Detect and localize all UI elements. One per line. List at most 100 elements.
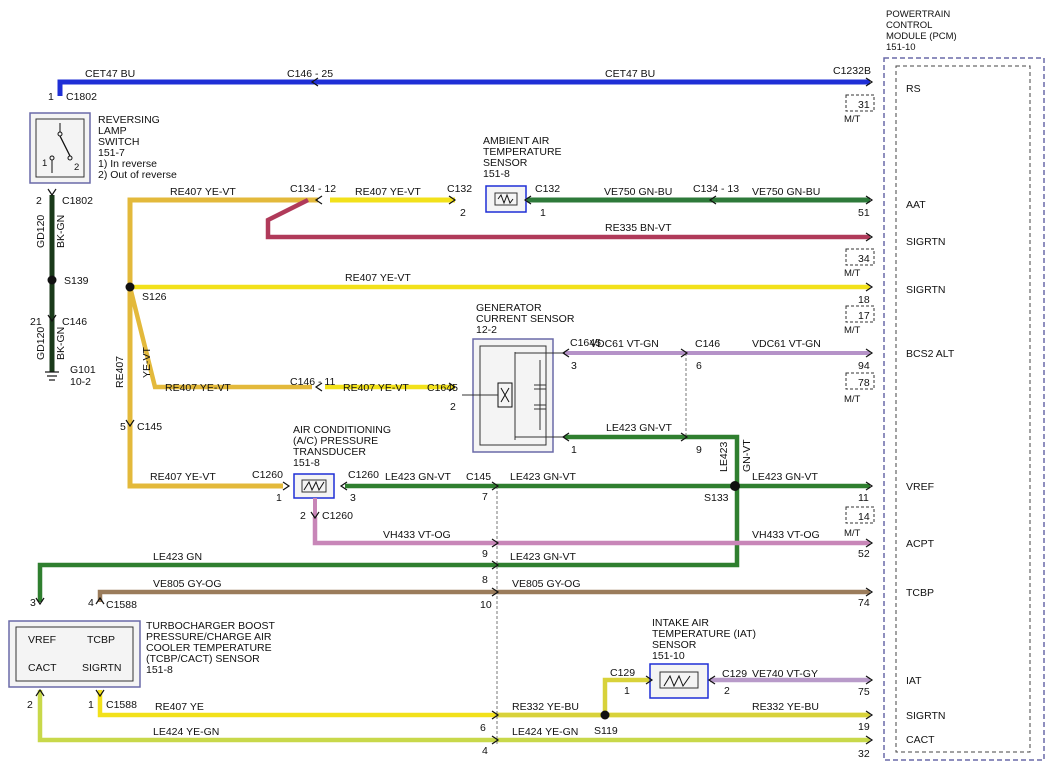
svg-text:12-2: 12-2 [476,324,497,336]
svg-text:BK-GN: BK-GN [55,215,67,248]
pcm-pin-num-32: 32 [858,748,870,760]
pcm-pin-num-75: 75 [858,686,870,698]
svg-text:GENERATOR: GENERATOR [476,302,542,314]
pcm-pin-label-bcs2: BCS2 ALT [906,348,955,360]
tcbp-cact-sensor: VREF TCBP CACT SIGRTN 3 4 C1588 2 1 C158… [8,597,276,711]
svg-text:SENSOR: SENSOR [483,157,528,169]
svg-text:C1260: C1260 [322,510,353,522]
svg-text:LE423 GN-VT: LE423 GN-VT [752,471,819,483]
ground-name: G101 [70,364,96,376]
svg-text:COOLER TEMPERATURE: COOLER TEMPERATURE [146,642,272,654]
svg-text:RE407 YE-VT: RE407 YE-VT [343,382,409,394]
svg-text:M/T: M/T [844,268,861,279]
splice-s133-dot [730,481,740,491]
svg-text:4: 4 [88,597,94,609]
svg-text:2: 2 [724,685,730,697]
svg-text:TCBP: TCBP [87,634,115,646]
svg-text:VE750 GN-BU: VE750 GN-BU [604,186,672,198]
pcm-pin-label-sigrtn-34: SIGRTN [906,236,945,248]
svg-text:2: 2 [27,699,33,711]
svg-text:3: 3 [571,360,577,372]
pcm-pin-num-19: 19 [858,721,870,733]
svg-text:2: 2 [300,510,306,522]
splice-s126-dot [125,282,135,292]
pcm-unused-pin-17: 17 M/T [844,305,875,336]
svg-text:CET47 BU: CET47 BU [85,68,135,80]
svg-text:9: 9 [696,444,702,456]
wire-gd120: S139 GD120 BK-GN GD120 BK-GN 21 C146 2 C… [30,195,96,388]
wire-vh433: VH433 VT-OG VH433 VT-OG 9 [312,517,870,560]
pcm-pin-label-tcbp: TCBP [906,587,934,599]
svg-text:RE407 YE: RE407 YE [155,701,204,713]
svg-text:C1588: C1588 [106,699,137,711]
pcm-pin-label-rs: RS [906,83,921,95]
pcm-pin-num-52: 52 [858,548,870,560]
wire-ve750: VE750 GN-BU C134 - 13 VE750 GN-BU 51 [527,183,870,203]
svg-text:C129: C129 [610,667,635,679]
pcm-pin-num-74: 74 [858,597,870,609]
svg-text:VREF: VREF [28,634,56,646]
svg-text:LE423 GN-VT: LE423 GN-VT [606,422,673,434]
svg-text:GD120: GD120 [35,327,47,360]
pcm-pin-num-18: 18 [858,294,870,306]
svg-text:1: 1 [276,492,282,504]
svg-text:LE423 GN-VT: LE423 GN-VT [510,551,577,563]
svg-text:CET47 BU: CET47 BU [605,68,655,80]
svg-text:1) In reverse: 1) In reverse [98,158,157,170]
svg-text:7: 7 [482,491,488,503]
svg-text:151-8: 151-8 [146,664,173,676]
svg-text:1: 1 [88,699,94,711]
svg-text:RE407 YE-VT: RE407 YE-VT [165,382,231,394]
svg-text:C129: C129 [722,668,747,680]
svg-text:SENSOR: SENSOR [652,639,697,651]
svg-text:C1645: C1645 [427,382,458,394]
svg-text:AMBIENT AIR: AMBIENT AIR [483,135,550,147]
svg-text:LAMP: LAMP [98,125,127,137]
pcm-unused-pin-14: 14 M/T [844,506,875,539]
svg-text:VH433 VT-OG: VH433 VT-OG [752,529,820,541]
pcm-pin-label-acpt: ACPT [906,538,935,550]
connector-arrows [35,77,874,745]
wire-le423-vref: S133 LE423 GN-VT C145 LE423 GN-VT LE423 … [37,471,870,602]
svg-text:C145: C145 [466,471,491,483]
svg-text:SIGRTN: SIGRTN [82,662,121,674]
svg-text:151-7: 151-7 [98,147,125,159]
svg-text:C132: C132 [535,183,560,195]
svg-text:VE750 GN-BU: VE750 GN-BU [752,186,820,198]
svg-text:34: 34 [858,253,870,265]
pcm-title-line-1: POWERTRAIN [886,9,950,20]
svg-text:LE424 YE-GN: LE424 YE-GN [153,726,219,738]
pcm-pin-num-11: 11 [858,492,869,504]
splice-s139-dot [47,275,57,285]
ground-ref: 10-2 [70,376,91,388]
svg-text:2: 2 [36,195,42,207]
svg-text:21: 21 [30,316,42,328]
generator-current-sensor: GENERATOR CURRENT SENSOR 12-2 2 [450,302,575,453]
pcm-pin-label-aat: AAT [906,199,926,211]
ambient-air-temperature-sensor: AMBIENT AIR TEMPERATURE SENSOR 151-8 C13… [447,135,562,219]
svg-text:C146 - 25: C146 - 25 [287,68,333,80]
svg-text:VH433 VT-OG: VH433 VT-OG [383,529,451,541]
wire-ve740: C129 VE740 VT-GY 2 [710,668,870,697]
svg-text:TRANSDUCER: TRANSDUCER [293,446,366,458]
svg-text:VDC61 VT-GN: VDC61 VT-GN [590,338,659,350]
pcm-pin-label-cact: CACT [906,734,935,746]
pcm-pin-label-sigrtn-18: SIGRTN [906,284,945,296]
svg-text:151-8: 151-8 [483,168,510,180]
pcm-title-line-3: MODULE (PCM) [886,31,957,42]
svg-text:6: 6 [480,722,486,734]
pcm-pin-label-vref: VREF [906,481,934,493]
svg-text:151-8: 151-8 [293,457,320,469]
ac-pressure-transducer: AIR CONDITIONING (A/C) PRESSURE TRANSDUC… [252,424,391,522]
svg-text:C132: C132 [447,183,472,195]
pcm-unused-pin-34: 34 M/T [844,248,875,279]
svg-text:M/T: M/T [844,528,861,539]
svg-text:GN-VT: GN-VT [741,439,753,472]
svg-text:C1645: C1645 [570,337,601,349]
svg-text:CURRENT SENSOR: CURRENT SENSOR [476,313,575,325]
svg-text:17: 17 [858,310,870,322]
svg-text:M/T: M/T [844,325,861,336]
svg-text:PRESSURE/CHARGE AIR: PRESSURE/CHARGE AIR [146,631,272,643]
svg-text:TEMPERATURE: TEMPERATURE [483,146,562,158]
